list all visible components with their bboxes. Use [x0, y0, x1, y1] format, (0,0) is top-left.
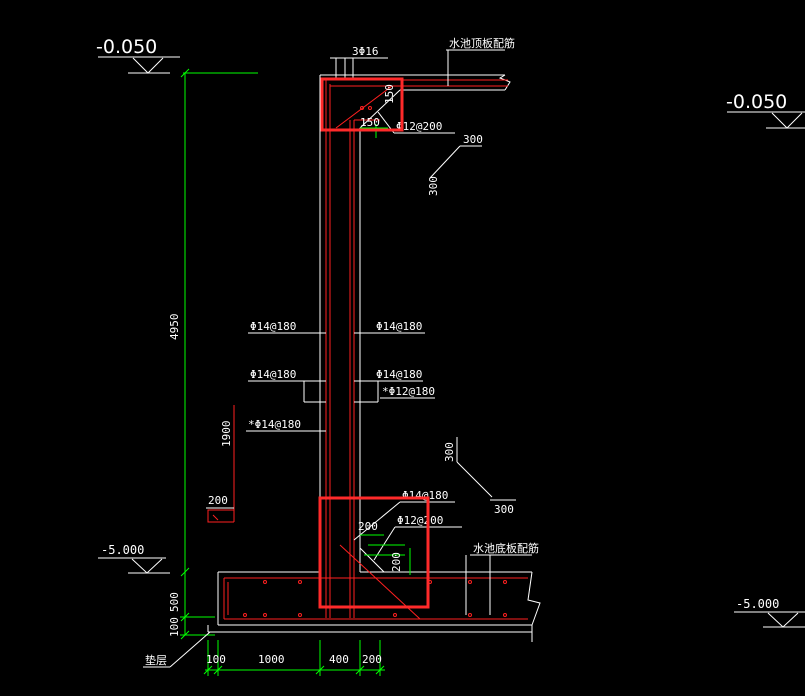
dimension-text: 200	[208, 494, 228, 507]
rebar-label: *Φ14@180	[248, 418, 301, 431]
bottom-haunch-bar-annotation: Φ12@200	[373, 514, 462, 561]
dimension-text: 300	[494, 503, 514, 516]
wall-outer-additional-bar: *Φ14@180	[246, 418, 326, 432]
elevation-text: -0.050	[726, 91, 787, 113]
dimension-text: 300	[443, 442, 456, 462]
wall-inner-bar-2: Φ14@180	[354, 368, 423, 403]
rebar-label: Φ12@200	[397, 514, 443, 527]
rebar-label: Φ14@180	[376, 368, 422, 381]
dimension-text: 4950	[168, 314, 181, 341]
dimension-text: 100	[206, 653, 226, 666]
additional-bar-length: 1900	[220, 405, 235, 522]
rebar-label: Φ12@200	[396, 120, 442, 133]
elevation-marker-bottom-right: -5.000	[734, 597, 805, 628]
dimension-text: 300	[463, 133, 483, 146]
elevation-text: -5.000	[101, 543, 144, 557]
wall-height-dimension: 4950	[168, 68, 190, 577]
left-hook-detail: 200	[206, 494, 234, 523]
top-slab-rebar-annotation: 水池顶板配筋	[446, 36, 515, 86]
bottom-haunch-highlight	[318, 496, 430, 609]
slab-rebar-label: 水池底板配筋	[473, 541, 539, 555]
dimension-text: 200	[362, 653, 382, 666]
dimension-text: 150	[360, 116, 380, 129]
dimension-text: 1000	[258, 653, 285, 666]
dimension-text: 300	[427, 176, 440, 196]
rebar-label: *Φ12@180	[382, 385, 435, 398]
wall-outer-bar-2: Φ14@180	[248, 368, 326, 403]
dimension-text: 1900	[220, 421, 233, 448]
top-bar-annotation: 3Φ16	[330, 45, 388, 80]
wall-inner-bar-1: Φ14@180	[354, 320, 425, 334]
elevation-marker-bottom-left: -5.000	[98, 543, 170, 574]
elevation-marker-top-left: -0.050	[96, 36, 180, 74]
rebar-label: Φ14@180	[250, 320, 296, 333]
wall-inner-additional-bar: *Φ12@180	[380, 385, 435, 399]
rebar-label: Φ14@180	[402, 489, 448, 502]
bottom-slab-rebar-annotation: 水池底板配筋	[465, 541, 539, 615]
dimension-text: 150	[383, 84, 396, 104]
rebar-label: 3Φ16	[352, 45, 379, 58]
bottom-dimension-300-leader: 300 300	[443, 437, 516, 516]
top-haunch-dimensions: 150 150	[360, 84, 404, 138]
dimension-text: 200	[390, 552, 403, 572]
elevation-marker-top-right: -0.050	[726, 91, 805, 129]
top-dimension-300-leader: 300 300	[427, 133, 483, 196]
concrete-section-outline	[207, 74, 541, 642]
top-haunch-highlight	[320, 77, 404, 132]
dimension-text: 200	[358, 520, 378, 533]
rebar-lines	[223, 79, 528, 620]
slab-thickness-dimension: 500 100	[168, 572, 215, 640]
rebar-label: Φ14@180	[250, 368, 296, 381]
dimension-text: 100	[168, 617, 181, 637]
cushion-label-group: 垫层	[143, 631, 211, 668]
wall-outer-bar-1: Φ14@180	[248, 320, 326, 334]
bottom-dimension-chain: 100 1000 400 200	[203, 640, 385, 676]
slab-rebar-label: 水池顶板配筋	[449, 36, 515, 50]
cushion-label: 垫层	[145, 653, 167, 667]
elevation-text: -0.050	[96, 36, 157, 58]
dimension-text: 400	[329, 653, 349, 666]
dimension-text: 500	[168, 592, 181, 612]
rebar-label: Φ14@180	[376, 320, 422, 333]
elevation-text: -5.000	[736, 597, 779, 611]
bottom-haunch-dimensions: 200 200	[358, 520, 411, 575]
